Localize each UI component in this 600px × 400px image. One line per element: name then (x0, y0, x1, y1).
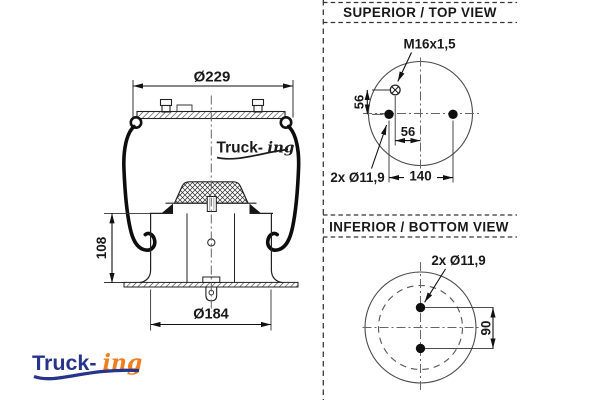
holes-label-top: 2x Ø11,9 (330, 170, 384, 185)
bottom-view-title: INFERIOR / BOTTOM VIEW (329, 220, 509, 235)
stud-dot-left (384, 109, 394, 120)
dim-label-56h: 56 (401, 124, 415, 139)
stud-bracket-line (176, 104, 193, 112)
stud-right (251, 98, 265, 113)
dim-108: 108 (94, 212, 150, 283)
side-view-drawing: Ø229 (32, 69, 301, 381)
thread-hole-m16 (389, 84, 401, 96)
thread-label: M16x1,5 (403, 37, 456, 52)
svg-text:Truck- ing: Truck- ing (217, 139, 295, 157)
thread-leader-line (397, 52, 412, 82)
dim-label-140: 140 (409, 169, 431, 184)
dim-56-vertical: 56 (352, 89, 390, 115)
dim-label-184: Ø184 (193, 307, 228, 323)
mounting-studs (159, 98, 265, 113)
bottom-view-drawing: INFERIOR / BOTTOM VIEW 2x Ø11,9 90 (323, 214, 517, 393)
top-view-drawing: SUPERIOR / TOP VIEW M16x1,5 56 56 (323, 1, 517, 185)
dim-90: 90 (425, 307, 496, 349)
hole-dot-bottom (415, 343, 426, 354)
holes-label-bottom: 2x Ø11,9 (431, 253, 485, 268)
top-view-title-box (323, 1, 517, 24)
logo-text-bold: Truck- (32, 351, 97, 375)
watermark-swoosh (216, 148, 289, 160)
watermark-logo: Truck- ing (216, 139, 295, 160)
hole-dot-top (415, 302, 426, 313)
watermark-text-bold: Truck- (217, 140, 264, 157)
stud-left (159, 98, 173, 113)
watermark-text-script: ing (267, 139, 294, 157)
bottom-view-title-box (323, 214, 517, 238)
dim-label-56v: 56 (352, 95, 367, 109)
dim-label-229: Ø229 (194, 69, 231, 86)
dim-184: Ø184 (150, 289, 272, 331)
dim-label-108: 108 (94, 236, 109, 259)
dim-140: 140 (388, 120, 454, 184)
stud-dot-right (448, 109, 458, 120)
dim-label-90: 90 (479, 321, 494, 336)
holes-leader-line-bottom (424, 268, 446, 303)
top-view-title: SUPERIOR / TOP VIEW (343, 5, 497, 20)
dim-229: Ø229 (132, 69, 294, 118)
bellows (122, 124, 301, 252)
holes-leader-line-top (370, 124, 388, 169)
logo-swoosh (33, 368, 140, 381)
dim-56-horizontal: 56 (394, 96, 421, 146)
brand-logo: Truck- ing (32, 350, 142, 381)
